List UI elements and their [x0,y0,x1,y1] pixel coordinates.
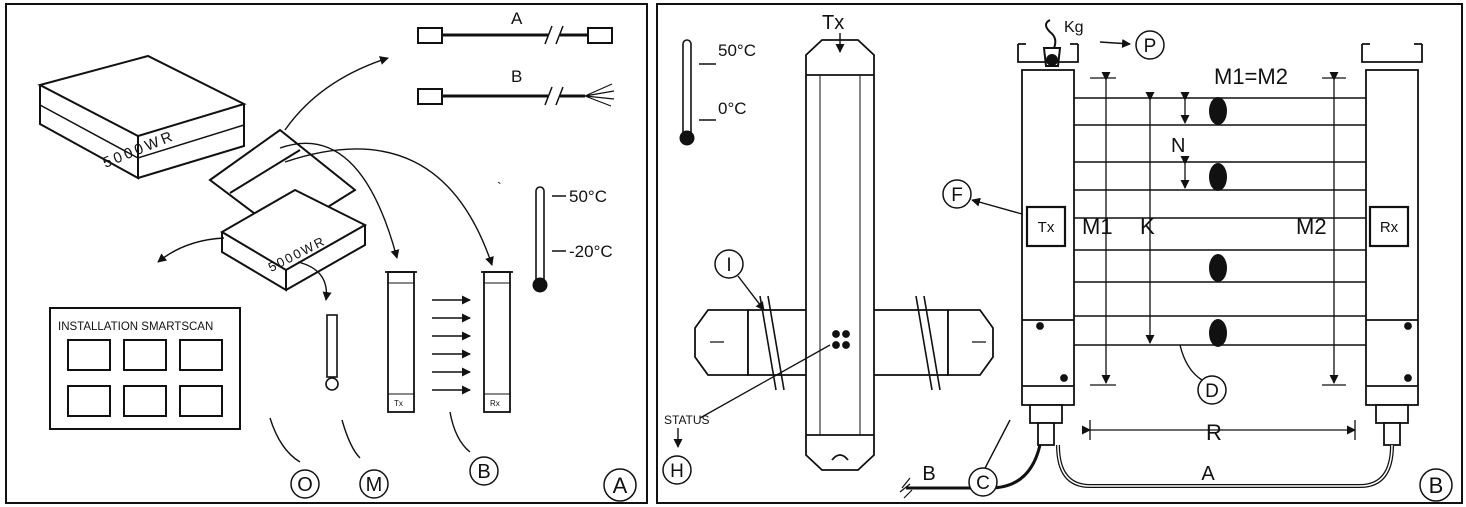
tx-box-label: Tx [1038,219,1055,236]
cable-a-label: A [511,9,523,28]
label-b: B [922,463,935,485]
label-a: A [1201,463,1215,485]
stray-mark: ` [497,179,502,195]
tx-top-label: Tx [822,12,844,34]
thermometer-icon [532,186,566,293]
callout-c: C [976,473,990,494]
m-equation: M1=M2 [1214,64,1288,89]
light-beams [432,295,471,395]
lifting-hook-icon [1042,19,1062,67]
callout-i: I [726,255,731,276]
panel-b-corner-circle [1419,468,1453,502]
panel-b: 50°C 0°C Tx I [656,3,1463,504]
panel-a-corner-label: A [613,473,628,498]
mounting-bracket [325,314,339,391]
thermo-high-label: 50°C [569,187,607,206]
cable-a [417,25,613,45]
callout-d-circle [1197,375,1227,405]
panel-b-corner-label: B [1429,473,1444,498]
callout-f: F [951,185,963,206]
thermo-low-label-b: 0°C [718,99,747,118]
callout-h-circle [662,455,692,485]
closed-box [37,54,247,180]
callout-o: O [297,474,313,496]
callout-b-a: B [477,461,490,483]
panel-a-frame [5,3,648,504]
test-objects [1209,97,1227,347]
rx-box-label: Rx [1380,219,1399,236]
label-m2: M2 [1296,214,1327,239]
callout-m: M [366,474,383,496]
callout-f-arrow [971,197,1023,215]
callout-p: P [1144,36,1157,57]
tx-bar [385,271,417,413]
dimension-lines [1082,72,1356,440]
callout-p-arrow [1099,38,1131,48]
vertical-bar [805,39,875,471]
tx-bar-label: Tx [394,399,403,408]
status-label: STATUS [664,413,710,427]
label-r: R [1206,420,1222,445]
callout-circles-a [290,456,637,502]
thermometer-icon [679,39,716,146]
panel-b-frame [656,3,1463,504]
status-leader [699,344,831,419]
weight-label: Kg [1064,19,1084,36]
callout-f-circle [942,179,972,209]
callout-c-leader [981,419,1011,475]
manual-title: INSTALLATION SMARTSCAN [58,321,213,333]
label-n: N [1171,135,1185,157]
rx-box [1368,205,1410,248]
callout-c-circle [968,467,998,497]
open-box [208,128,368,292]
callout-d: D [1205,381,1219,402]
label-m1: M1 [1082,214,1113,239]
panel-a: 5000WR 5000WR A [5,3,648,504]
content-arrows [157,56,494,301]
tx-box [1025,205,1067,248]
callout-h: H [670,461,684,482]
rx-bar [481,271,513,413]
callout-p-circle [1135,30,1165,60]
rx-bar-label: Rx [490,399,500,408]
installation-manual [49,307,241,430]
label-k: K [1140,214,1155,239]
callout-i-circle [714,249,744,279]
callout-i-arrow [737,275,765,311]
thermo-high-label-b: 50°C [718,41,756,60]
callout-d-leader [1179,344,1203,381]
cable-b [417,83,615,107]
callout-arrows-a [269,411,471,463]
thermo-low-label: -20°C [569,242,613,261]
cable-b-label: B [511,67,522,86]
